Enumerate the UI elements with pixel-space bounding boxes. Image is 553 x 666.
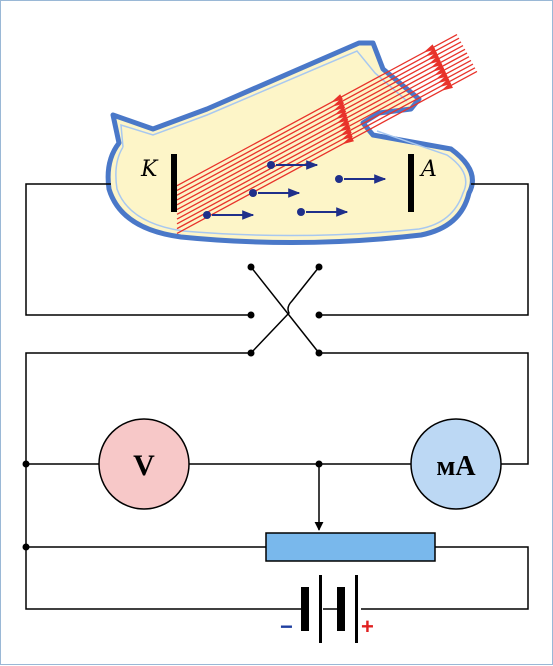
- ray-arrowhead: [333, 102, 346, 111]
- battery-positive-plate: [355, 575, 358, 643]
- wire-anode-right: [319, 183, 529, 316]
- light-ray: [176, 33, 458, 187]
- ray-arrowhead: [331, 94, 343, 103]
- electron-dot: [335, 175, 343, 183]
- light-ray: [176, 41, 462, 196]
- ray-arrowhead: [332, 98, 345, 107]
- upper-wires: [25, 183, 529, 316]
- battery-negative-plate: [337, 587, 345, 631]
- ray-arrowhead: [336, 115, 349, 124]
- light-ray: [176, 48, 466, 206]
- wire-cathode-left: [25, 183, 251, 316]
- light-ray: [176, 45, 464, 201]
- ray-arrowhead: [440, 82, 453, 91]
- cathode-label: K: [140, 157, 159, 182]
- switch-contact: [315, 263, 323, 271]
- battery-plus-sign: +: [361, 614, 374, 639]
- electrons: [203, 160, 387, 220]
- battery-minus-sign: −: [280, 614, 293, 639]
- anode-label: A: [419, 157, 437, 182]
- ray-arrowhead: [435, 71, 448, 80]
- switch-contact: [315, 311, 323, 319]
- switch-contact: [247, 263, 255, 271]
- ray-arrowhead: [338, 123, 351, 132]
- switch-contact: [247, 311, 255, 319]
- ray-arrowhead: [334, 106, 347, 116]
- ray-arrowhead: [335, 110, 348, 120]
- ray-arrowhead: [426, 51, 439, 61]
- ray-arrowhead: [437, 74, 450, 84]
- lower-wires: [25, 352, 529, 610]
- light-ray: [176, 52, 468, 211]
- rheostat: [265, 532, 436, 562]
- ray-arrowhead: [428, 55, 441, 65]
- voltmeter-body: [98, 418, 190, 510]
- electron-dot: [297, 208, 305, 216]
- anode-plate: [408, 154, 414, 212]
- milliammeter: мА: [410, 418, 502, 510]
- ray-arrowhead: [337, 119, 350, 128]
- vacuum-tube: [105, 40, 475, 246]
- wire-right-loop: [319, 352, 529, 465]
- ray-arrowhead: [341, 136, 354, 145]
- switch-blade-1: [250, 266, 320, 354]
- ray-arrowhead: [339, 127, 352, 136]
- ray-arrowhead: [433, 67, 446, 76]
- ray-arrowhead: [423, 44, 436, 53]
- milliammeter-label: мА: [436, 451, 476, 482]
- battery-negative-plate: [301, 587, 309, 631]
- electron-dot: [267, 161, 275, 169]
- ray-arrowhead: [340, 131, 353, 141]
- light-ray: [176, 67, 476, 230]
- light-ray: [176, 37, 460, 192]
- light-rays: [176, 33, 478, 234]
- voltmeter-label: V: [133, 449, 155, 482]
- wire-rheostat-right: [361, 546, 529, 610]
- milliammeter-body: [410, 418, 502, 510]
- wire-left-loop: [25, 352, 301, 610]
- cathode-plate: [171, 154, 177, 212]
- ray-arrowhead: [425, 48, 438, 57]
- junction-dot: [22, 460, 30, 468]
- light-ray: [176, 59, 472, 220]
- light-ray: [176, 56, 470, 215]
- light-ray: [176, 70, 478, 234]
- reversing-switch: [247, 263, 323, 357]
- switch-blade-2: [250, 266, 320, 354]
- tube-glass-highlight: [115, 50, 467, 237]
- ray-arrowhead: [432, 63, 445, 72]
- tube-glass-body: [105, 40, 475, 246]
- battery-positive-plate: [319, 575, 322, 643]
- electron-dot: [203, 211, 211, 219]
- ray-arrowhead: [439, 78, 452, 88]
- battery: − +: [280, 575, 374, 643]
- voltmeter: V: [98, 418, 190, 510]
- junction-dot: [22, 543, 30, 551]
- ray-arrowhead: [430, 59, 443, 68]
- light-ray: [176, 63, 474, 225]
- electron-dot: [249, 189, 257, 197]
